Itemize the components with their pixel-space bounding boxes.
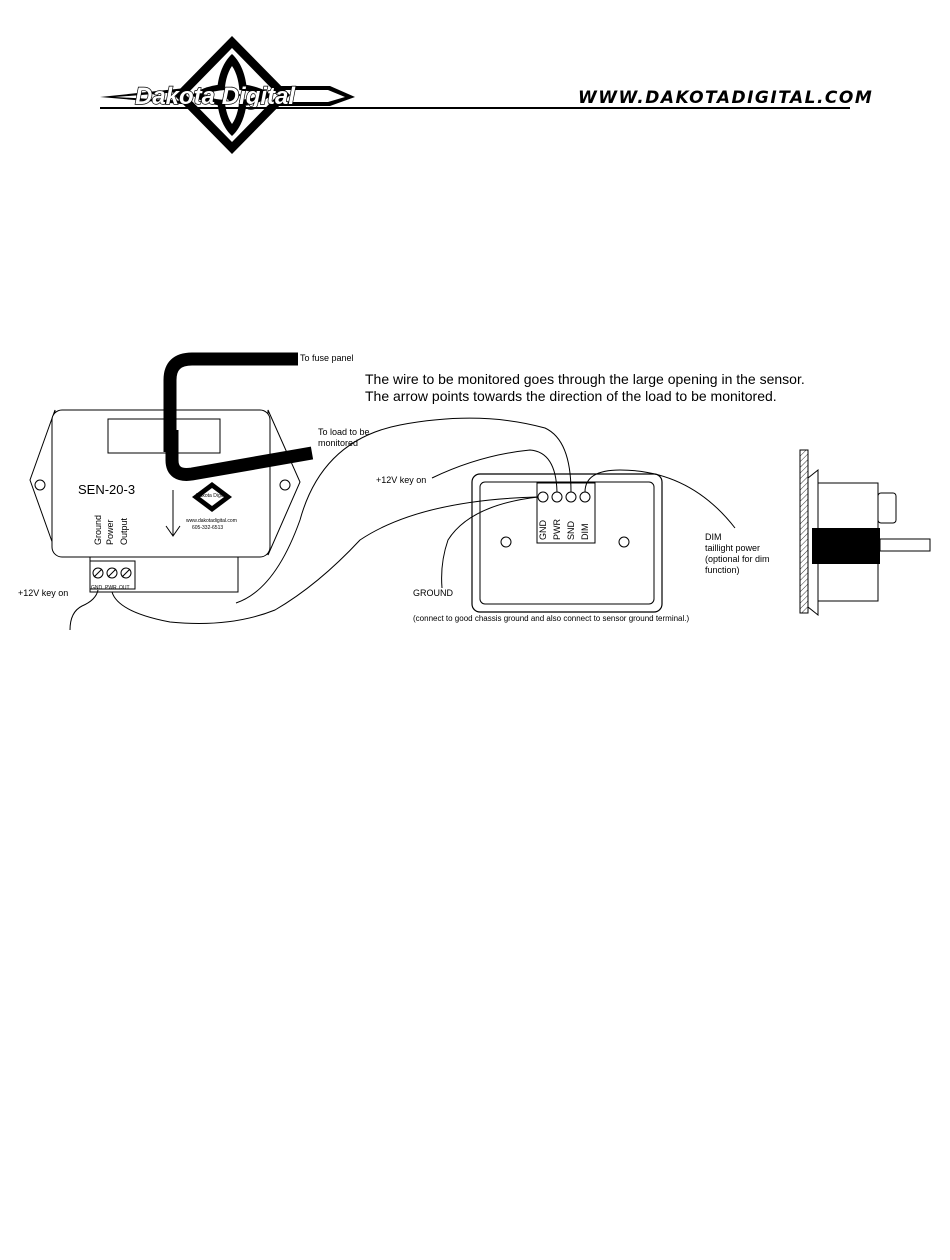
gauge-pin-snd: SND	[566, 520, 576, 540]
sensor-power-wire	[69, 589, 99, 631]
monitored-wire-load	[165, 430, 314, 481]
website-url: WWW.DAKOTADIGITAL.COM	[578, 88, 874, 108]
current-sensor: SEN-20-3 Ground Power Output Dakota Digi…	[29, 409, 301, 593]
load-label-line-2: monitored	[318, 438, 358, 448]
sensor-terminal-pwr: PWR	[105, 585, 117, 591]
ground-note: (connect to good chassis ground and also…	[413, 614, 690, 623]
logo-text: Dakota Digital	[135, 83, 296, 110]
sensor-terminal-out: OUT	[119, 585, 130, 591]
sensor-phone: 605-332-6513	[192, 525, 223, 531]
gauge-pin-dim: DIM	[580, 524, 590, 541]
fuse-panel-label: To fuse panel	[300, 353, 354, 363]
dim-label-line-4: function)	[705, 565, 740, 575]
wiring-diagram: The wire to be monitored goes through th…	[18, 352, 931, 631]
ground-label: GROUND	[413, 588, 453, 598]
sensor-model: SEN-20-3	[78, 482, 135, 497]
dim-label-line-1: DIM	[705, 532, 722, 542]
page-header: Dakota Digital WWW.DAKOTADIGITAL.COM	[0, 0, 950, 165]
gauge-stud-left	[500, 536, 512, 548]
load-label-line-1: To load to be	[318, 427, 370, 437]
sensor-output-wire	[111, 496, 539, 624]
gauge-pin-gnd: GND	[538, 520, 548, 541]
sensor-pin-power: Power	[105, 519, 115, 545]
gauge-power-wire	[431, 449, 558, 493]
mount-hole-left	[34, 479, 46, 491]
mount-hole-right	[279, 479, 291, 491]
sensor-brand: Dakota Digital	[196, 493, 227, 499]
dim-label-line-2: taillight power	[705, 543, 760, 553]
gauge-pin-pwr: PWR	[552, 519, 562, 540]
diamond-emblem-icon	[174, 36, 290, 154]
gauge-back: GND PWR SND DIM	[471, 473, 663, 613]
header-rule	[100, 107, 850, 109]
sender-signal-wire	[235, 417, 572, 604]
ground-wire	[441, 496, 539, 589]
caption-line-2: The arrow points towards the direction o…	[365, 388, 777, 404]
dim-label-line-3: (optional for dim	[705, 554, 770, 564]
page-blank-area	[0, 640, 950, 1260]
gauge-key-on-label: +12V key on	[376, 475, 426, 485]
sensor-pin-output: Output	[119, 517, 129, 545]
gauge-bulb-socket	[877, 492, 897, 524]
sensor-key-on-label: +12V key on	[18, 588, 68, 598]
gauge-stud	[879, 538, 931, 552]
caption-line-1: The wire to be monitored goes through th…	[365, 371, 805, 387]
dim-wire	[584, 469, 736, 529]
dakota-digital-logo: Dakota Digital	[100, 36, 355, 154]
monitored-wire-supply	[163, 352, 298, 452]
dash-panel	[799, 449, 809, 614]
gauge-stud-right	[618, 536, 630, 548]
sensor-terminal-gnd: GND	[91, 585, 103, 591]
gauge-side-view	[799, 449, 931, 617]
sensor-website: www.dakotadigital.com	[186, 518, 237, 524]
sensor-pin-ground: Ground	[93, 515, 103, 545]
gauge-clamp-band	[812, 528, 880, 564]
